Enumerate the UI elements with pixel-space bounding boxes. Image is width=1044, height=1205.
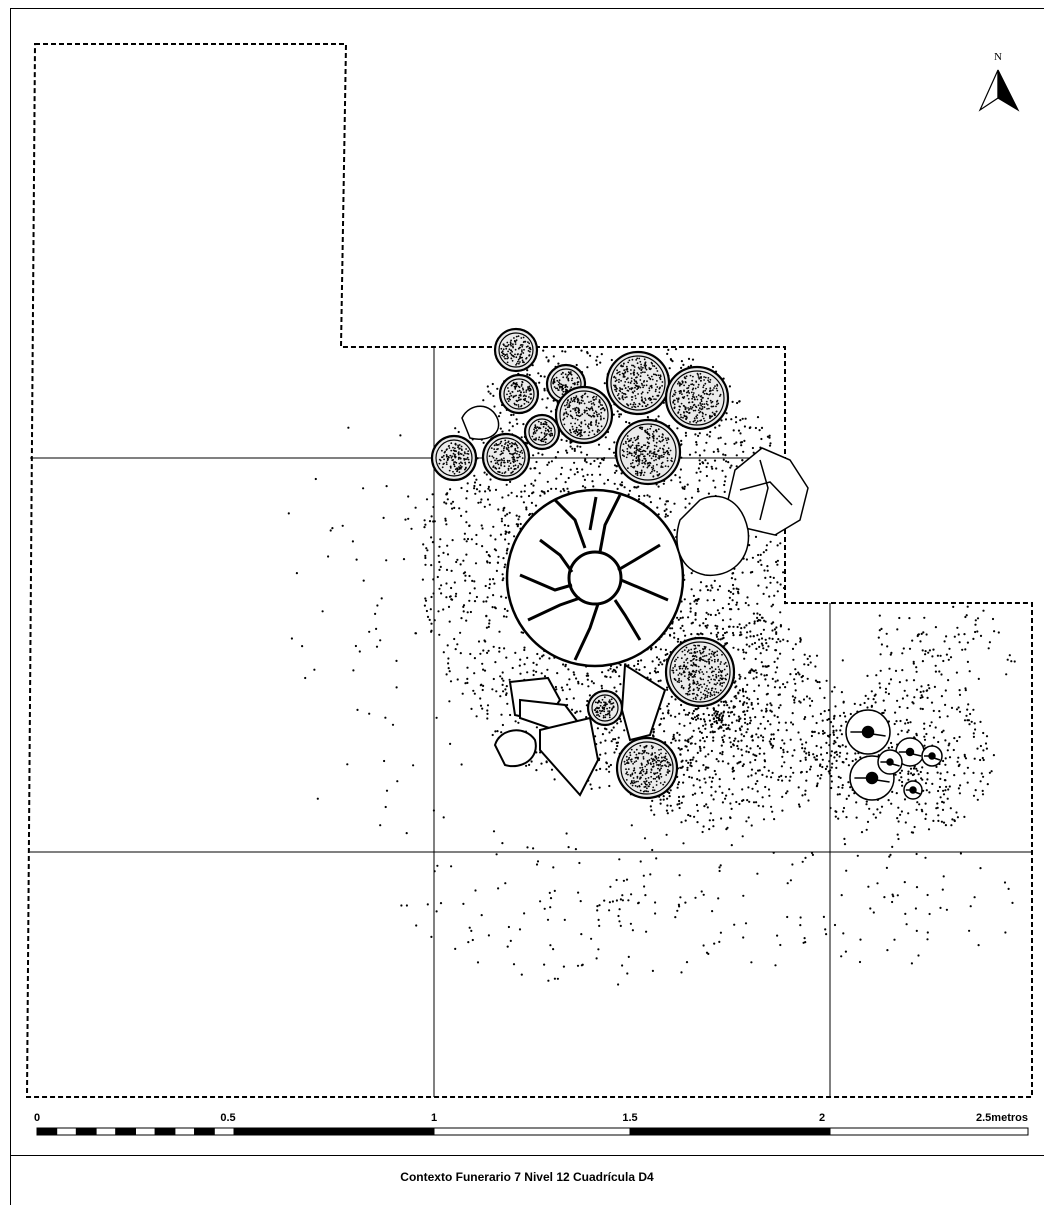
- scale-segment: [233, 1127, 435, 1136]
- north-arrow-icon: N: [978, 51, 1020, 112]
- vessel-sherd-outline-2: [676, 495, 750, 577]
- fractured-vessel-east: [676, 447, 809, 577]
- stippled-bowl: [586, 689, 624, 727]
- scale-segments: [36, 1127, 1029, 1136]
- small-vessel: [877, 749, 903, 775]
- stippled-bowl: [493, 327, 539, 373]
- scale-segment: [154, 1127, 176, 1136]
- north-label: N: [994, 51, 1002, 63]
- stippled-bowl: [615, 736, 679, 800]
- excavation-boundary: [25, 43, 1033, 1098]
- scale-tick-label: 2.5metros: [976, 1112, 1028, 1124]
- scale-segment: [56, 1127, 77, 1136]
- scale-tick-label: 1.5: [622, 1112, 637, 1124]
- scale-tick-label: 1: [431, 1112, 437, 1124]
- ceramic-vessels: [430, 327, 736, 800]
- scale-segment: [213, 1127, 235, 1136]
- vessel-sherd-cracks: [739, 459, 793, 521]
- sherd-4: [493, 729, 537, 768]
- stippled-bowl: [664, 365, 730, 431]
- scale-tick-labels: 0 0.5 1 1.5 2 2.5metros: [34, 1112, 1028, 1124]
- plate-center: [567, 550, 623, 606]
- plate-cracks: [519, 494, 669, 661]
- sherd-cluster-southwest: [493, 663, 667, 797]
- stippled-bowl: [498, 373, 540, 415]
- scale-segment: [75, 1127, 97, 1136]
- scale-bar: 0 0.5 1 1.5 2 2.5metros: [34, 1112, 1029, 1136]
- small-vessel: [921, 745, 943, 767]
- large-fractured-plate: [505, 488, 685, 668]
- scale-segment: [36, 1127, 58, 1136]
- small-vessel: [845, 709, 891, 755]
- scale-segment: [95, 1127, 117, 1136]
- scale-segment: [135, 1127, 156, 1136]
- figure-caption: Contexto Funerario 7 Nivel 12 Cuadrícula…: [400, 1170, 654, 1184]
- scale-segment: [433, 1127, 631, 1136]
- sherd-5: [620, 663, 667, 742]
- stippled-bowl: [605, 350, 671, 416]
- small-vessel: [903, 780, 923, 800]
- scale-segment: [194, 1127, 215, 1136]
- scale-tick-label: 2: [819, 1112, 825, 1124]
- small-vessel-cluster-east: [845, 709, 943, 801]
- stippled-bowl: [430, 434, 478, 482]
- caption-divider: [10, 1155, 1044, 1156]
- stippled-bowl: [614, 418, 682, 486]
- stippled-bowl: [523, 413, 561, 451]
- scale-tick-label: 0: [34, 1112, 40, 1124]
- stippled-bowl: [481, 432, 531, 482]
- scale-segment: [829, 1127, 1029, 1136]
- scale-tick-label: 0.5: [220, 1112, 235, 1124]
- bowl-fragment: [461, 405, 500, 440]
- scale-segment: [115, 1127, 137, 1136]
- stippled-bowl: [664, 636, 736, 708]
- stippled-bowl: [554, 385, 614, 445]
- scale-segment: [629, 1127, 831, 1136]
- sherd-3: [539, 716, 600, 797]
- figure-frame: [10, 8, 1044, 1205]
- scale-segment: [174, 1127, 196, 1136]
- excavation-plan: N 0 0.5 1 1.5 2 2.5metros: [25, 43, 1033, 1136]
